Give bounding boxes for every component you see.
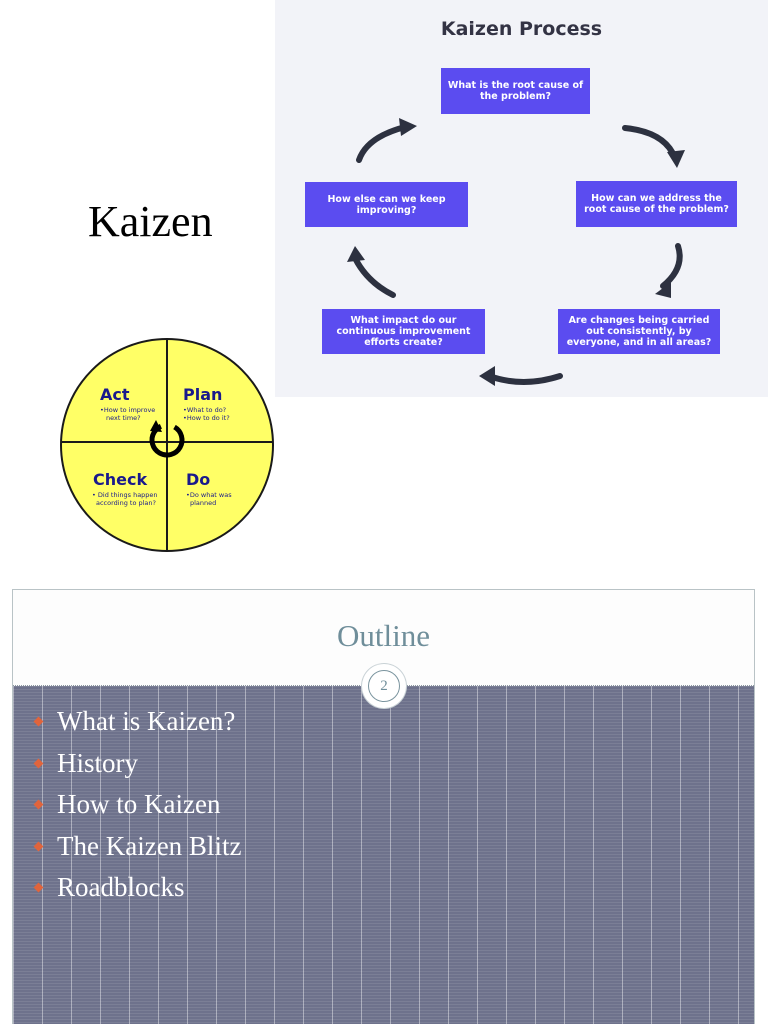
quadrant-act-line-2: next time? <box>106 414 141 422</box>
arrow-top-left <box>356 124 408 163</box>
outline-item-label: Roadblocks <box>57 872 185 902</box>
quadrant-do-line-2: planned <box>190 499 216 507</box>
outline-item-label: The Kaizen Blitz <box>57 830 242 861</box>
quadrant-act-line-1: •How to improve <box>100 406 155 414</box>
arrowhead-right <box>655 282 671 298</box>
outline-item: What is Kaizen? <box>33 706 241 748</box>
quadrant-do-line-1: •Do what was <box>186 491 232 499</box>
arrowhead-top-right <box>667 150 685 168</box>
bullet-icon <box>33 716 44 727</box>
outline-item: Roadblocks <box>33 872 241 914</box>
arrowhead-top-left <box>399 118 417 136</box>
slide-kaizen: Kaizen Kaizen Process What is the root c… <box>60 0 768 552</box>
bullet-icon <box>33 758 44 768</box>
process-step-4: What impact do our continuous improvemen… <box>322 309 485 354</box>
arrow-bottom <box>486 373 563 385</box>
arrowhead-left <box>347 246 365 262</box>
outline-item: The Kaizen Blitz <box>33 830 242 873</box>
slide-title: Outline <box>337 618 430 653</box>
outline-item: How to Kaizen <box>33 789 241 831</box>
quadrant-plan-title: Plan <box>183 385 222 404</box>
bullet-icon <box>33 882 44 893</box>
quadrant-plan-line-2: •How to do it? <box>183 414 230 422</box>
slide-title: Kaizen <box>88 197 213 246</box>
cycle-arrows <box>347 118 685 386</box>
bullet-icon <box>33 799 44 810</box>
page-number: 2 <box>368 670 400 702</box>
quadrant-check-line-1: • Did things happen <box>92 491 158 499</box>
outline-item-label: History <box>57 747 138 778</box>
arrowhead-bottom <box>479 366 495 386</box>
process-title: Kaizen Process <box>440 18 603 40</box>
cycle-icon <box>149 420 185 458</box>
quadrant-act-title: Act <box>100 385 130 404</box>
arrow-left <box>352 255 396 298</box>
process-step-3: Are changes being carried out consistent… <box>558 309 720 354</box>
outline-list: What is Kaizen? History How to Kaizen Th… <box>33 706 242 914</box>
arrow-right <box>660 243 683 289</box>
process-step-5: How else can we keep improving? <box>305 182 468 227</box>
slide-outline: Outline What is Kaizen? History How to K… <box>12 589 755 1024</box>
quadrant-plan-line-1: •What to do? <box>183 406 226 414</box>
quadrant-do-title: Do <box>186 470 210 489</box>
bullet-icon <box>33 841 44 851</box>
arrow-top-right <box>622 125 678 161</box>
page-number-badge: 2 <box>362 664 406 708</box>
pdca-cycle-diagram: Act •How to improve next time? Plan •Wha… <box>60 338 274 552</box>
quadrant-check-title: Check <box>93 470 147 489</box>
kaizen-process-diagram: Kaizen Process What is the root cause of… <box>275 0 768 397</box>
outline-item-label: What is Kaizen? <box>57 706 236 736</box>
outline-item-label: How to Kaizen <box>57 789 221 819</box>
process-step-1: What is the root cause of the problem? <box>441 68 590 114</box>
process-step-2: How can we address the root cause of the… <box>576 181 737 227</box>
outline-item: History <box>33 747 241 790</box>
slide-body: What is Kaizen? History How to Kaizen Th… <box>13 686 754 1024</box>
quadrant-check-line-2: according to plan? <box>96 499 156 507</box>
